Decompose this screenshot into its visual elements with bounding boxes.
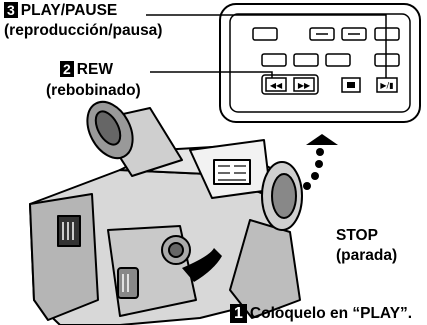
svg-text:◀◀: ◀◀: [270, 81, 283, 90]
callout-lines: [146, 14, 387, 78]
step-1-number: 1: [230, 304, 247, 323]
step-3-sublabel: (reproducción/pausa): [4, 22, 163, 39]
panel-button: [374, 53, 400, 67]
step-2-sublabel: (rebobinado): [46, 82, 141, 99]
panel-button: [325, 53, 351, 67]
stop-sublabel: (parada): [336, 247, 398, 264]
step-2-number: 2: [60, 61, 74, 77]
panel-button: [261, 53, 287, 67]
play-pause-button: [376, 77, 398, 93]
svg-text:▶▶: ▶▶: [298, 81, 311, 90]
step-2-title: REW: [76, 61, 113, 78]
camcorder-body: [29, 100, 303, 325]
fast-forward-button: [293, 77, 315, 92]
stop-label: STOP: [336, 227, 378, 244]
step-3-title: PLAY/PAUSE: [20, 2, 118, 19]
step-3-number: 3: [4, 2, 18, 18]
panel-button: [252, 27, 278, 41]
arrow-up-icon: [306, 134, 338, 145]
control-panel-inset: ◀◀ ▶▶ ▶/▮: [219, 3, 421, 123]
step-1-title: Colóquelo en “PLAY”.: [249, 305, 413, 322]
rewind-button: [265, 77, 287, 92]
svg-text:▶/▮: ▶/▮: [380, 81, 393, 90]
pointer-arrow-icon: [182, 248, 222, 282]
panel-button: [374, 27, 400, 41]
panel-button: [293, 53, 319, 67]
